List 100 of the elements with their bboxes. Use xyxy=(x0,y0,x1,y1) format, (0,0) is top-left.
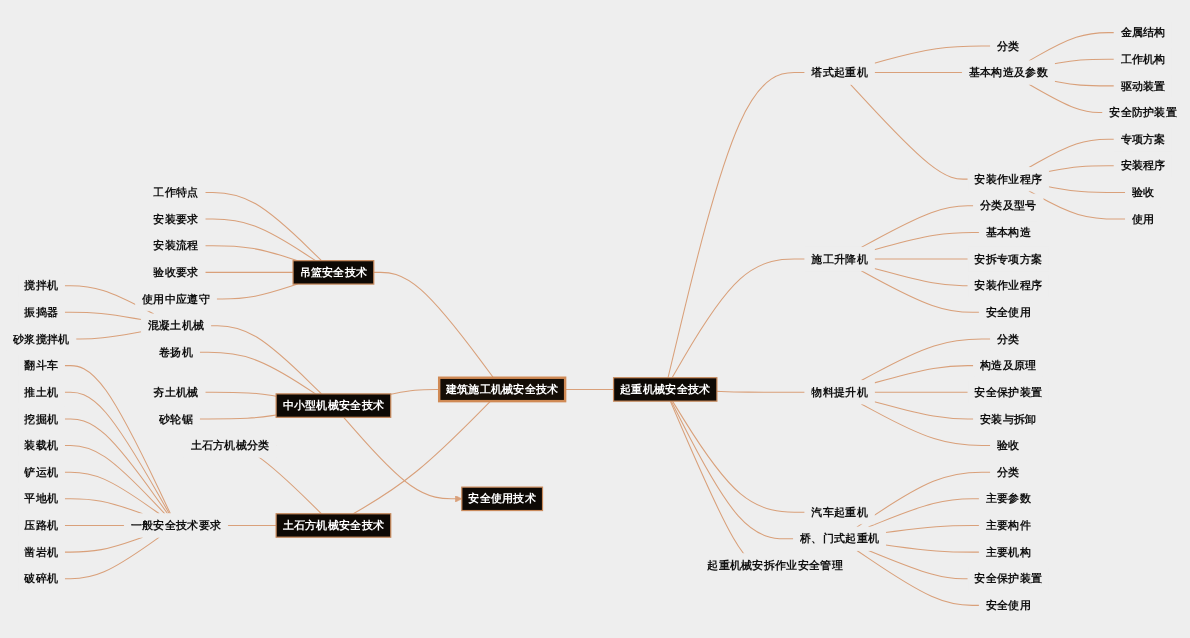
node-text: 卷扬机 xyxy=(159,345,193,359)
node-box: 建筑施工机械安全技术 xyxy=(438,376,567,403)
connector xyxy=(1053,80,1115,87)
node-text: 验收要求 xyxy=(153,265,199,279)
connector xyxy=(860,338,992,382)
node-text: 推土机 xyxy=(24,385,59,399)
connector xyxy=(64,445,166,515)
node-text: 破碎机 xyxy=(24,571,59,585)
node-text: 装载机 xyxy=(24,438,59,452)
node-text: 金属结构 xyxy=(1120,25,1166,39)
node-text: 安全使用 xyxy=(985,598,1031,612)
node-box: 中小型机械安全技术 xyxy=(275,393,392,418)
node-text: 安全保护装置 xyxy=(974,385,1043,399)
connector xyxy=(856,549,980,606)
node-text: 混凝土机械 xyxy=(147,318,205,332)
node-text: 验收 xyxy=(997,438,1020,452)
node-text: 砂浆搅拌机 xyxy=(12,332,70,346)
connector xyxy=(1028,83,1104,114)
connector xyxy=(204,191,322,262)
node-text: 分类 xyxy=(997,332,1020,346)
node-text: 分类 xyxy=(997,39,1020,52)
connector xyxy=(856,471,992,528)
node-text: 夯土机械 xyxy=(153,385,199,399)
connector xyxy=(198,351,317,395)
connector xyxy=(1028,190,1126,220)
connector xyxy=(1048,186,1126,193)
node-text: 铲运机 xyxy=(24,465,59,479)
node-text: 物料提升机 xyxy=(811,385,868,399)
node-text: 安装程序 xyxy=(1120,158,1166,172)
connector xyxy=(390,388,440,395)
connector xyxy=(716,390,806,393)
node-text: 使用 xyxy=(1131,212,1155,226)
connector xyxy=(873,231,980,251)
connector xyxy=(1053,58,1115,65)
node-text: 塔式起重机 xyxy=(811,65,868,79)
connector xyxy=(1028,138,1115,168)
node-text: 安装与拆卸 xyxy=(980,412,1037,425)
connector xyxy=(64,471,160,515)
connector xyxy=(670,400,795,540)
node-text: 验收 xyxy=(1131,185,1155,199)
connector xyxy=(198,414,277,420)
connector xyxy=(873,72,963,74)
node-text: 安拆专项方案 xyxy=(974,252,1043,266)
node-text: 一般安全技术要求 xyxy=(130,518,222,532)
node-box: 安全使用技术 xyxy=(461,486,544,512)
node-text: 分类及型号 xyxy=(980,198,1037,212)
connector xyxy=(204,391,277,397)
connector xyxy=(64,391,170,515)
node-text: 安全保护装置 xyxy=(974,571,1043,585)
node-text: 安全使用 xyxy=(985,305,1031,319)
node-text: 工作特点 xyxy=(153,185,199,199)
node-text: 分类 xyxy=(997,465,1020,479)
connector xyxy=(64,365,171,515)
connector xyxy=(667,72,806,379)
connector xyxy=(64,311,142,321)
node-text: 驱动装置 xyxy=(1120,79,1166,92)
node-text: 振捣器 xyxy=(24,305,59,319)
node-text: 砂轮锯 xyxy=(159,412,193,425)
connector xyxy=(1028,32,1115,62)
connector xyxy=(64,418,169,515)
connector xyxy=(204,218,317,262)
node-text: 凿岩机 xyxy=(24,545,59,559)
node-text: 主要参数 xyxy=(985,491,1031,505)
node-text: 平地机 xyxy=(24,491,59,505)
node-text: 基本构造及参数 xyxy=(968,65,1048,79)
node-text: 施工升降机 xyxy=(811,252,868,266)
node-text: 安装作业程序 xyxy=(974,278,1043,292)
node-text: 翻斗车 xyxy=(24,358,59,372)
connector xyxy=(671,258,806,379)
node-text: 主要构件 xyxy=(985,518,1031,532)
node-text: 安装要求 xyxy=(153,212,199,226)
connector xyxy=(860,403,992,447)
node-text: 主要机构 xyxy=(985,545,1031,559)
node-box: 起重机械安全技术 xyxy=(612,377,718,402)
node-box: 吊篮安全技术 xyxy=(292,260,375,285)
node-text: 安装流程 xyxy=(153,238,199,252)
connector xyxy=(204,271,294,273)
node-text: 专项方案 xyxy=(1120,132,1166,146)
connector xyxy=(860,205,975,248)
connector xyxy=(873,391,969,393)
connector xyxy=(873,365,975,384)
node-text: 构造及原理 xyxy=(980,358,1037,372)
node-text: 安装作业程序 xyxy=(974,172,1043,186)
node-box: 土石方机械安全技术 xyxy=(275,513,392,538)
connector xyxy=(671,400,806,513)
node-text: 搅拌机 xyxy=(24,278,59,292)
connector xyxy=(873,401,975,420)
node-text: 压路机 xyxy=(24,518,59,532)
node-text: 挖掘机 xyxy=(24,412,59,425)
connector xyxy=(75,331,142,340)
connector xyxy=(885,524,980,534)
node-text: 桥、门式起重机 xyxy=(800,531,880,545)
node-text: 安全防护装置 xyxy=(1109,105,1178,119)
connector xyxy=(64,524,125,526)
node-text: 工作机构 xyxy=(1120,52,1166,66)
connector xyxy=(860,270,980,313)
connector xyxy=(1048,165,1115,172)
connector xyxy=(227,524,277,526)
connector xyxy=(885,544,980,553)
connector xyxy=(210,325,322,395)
